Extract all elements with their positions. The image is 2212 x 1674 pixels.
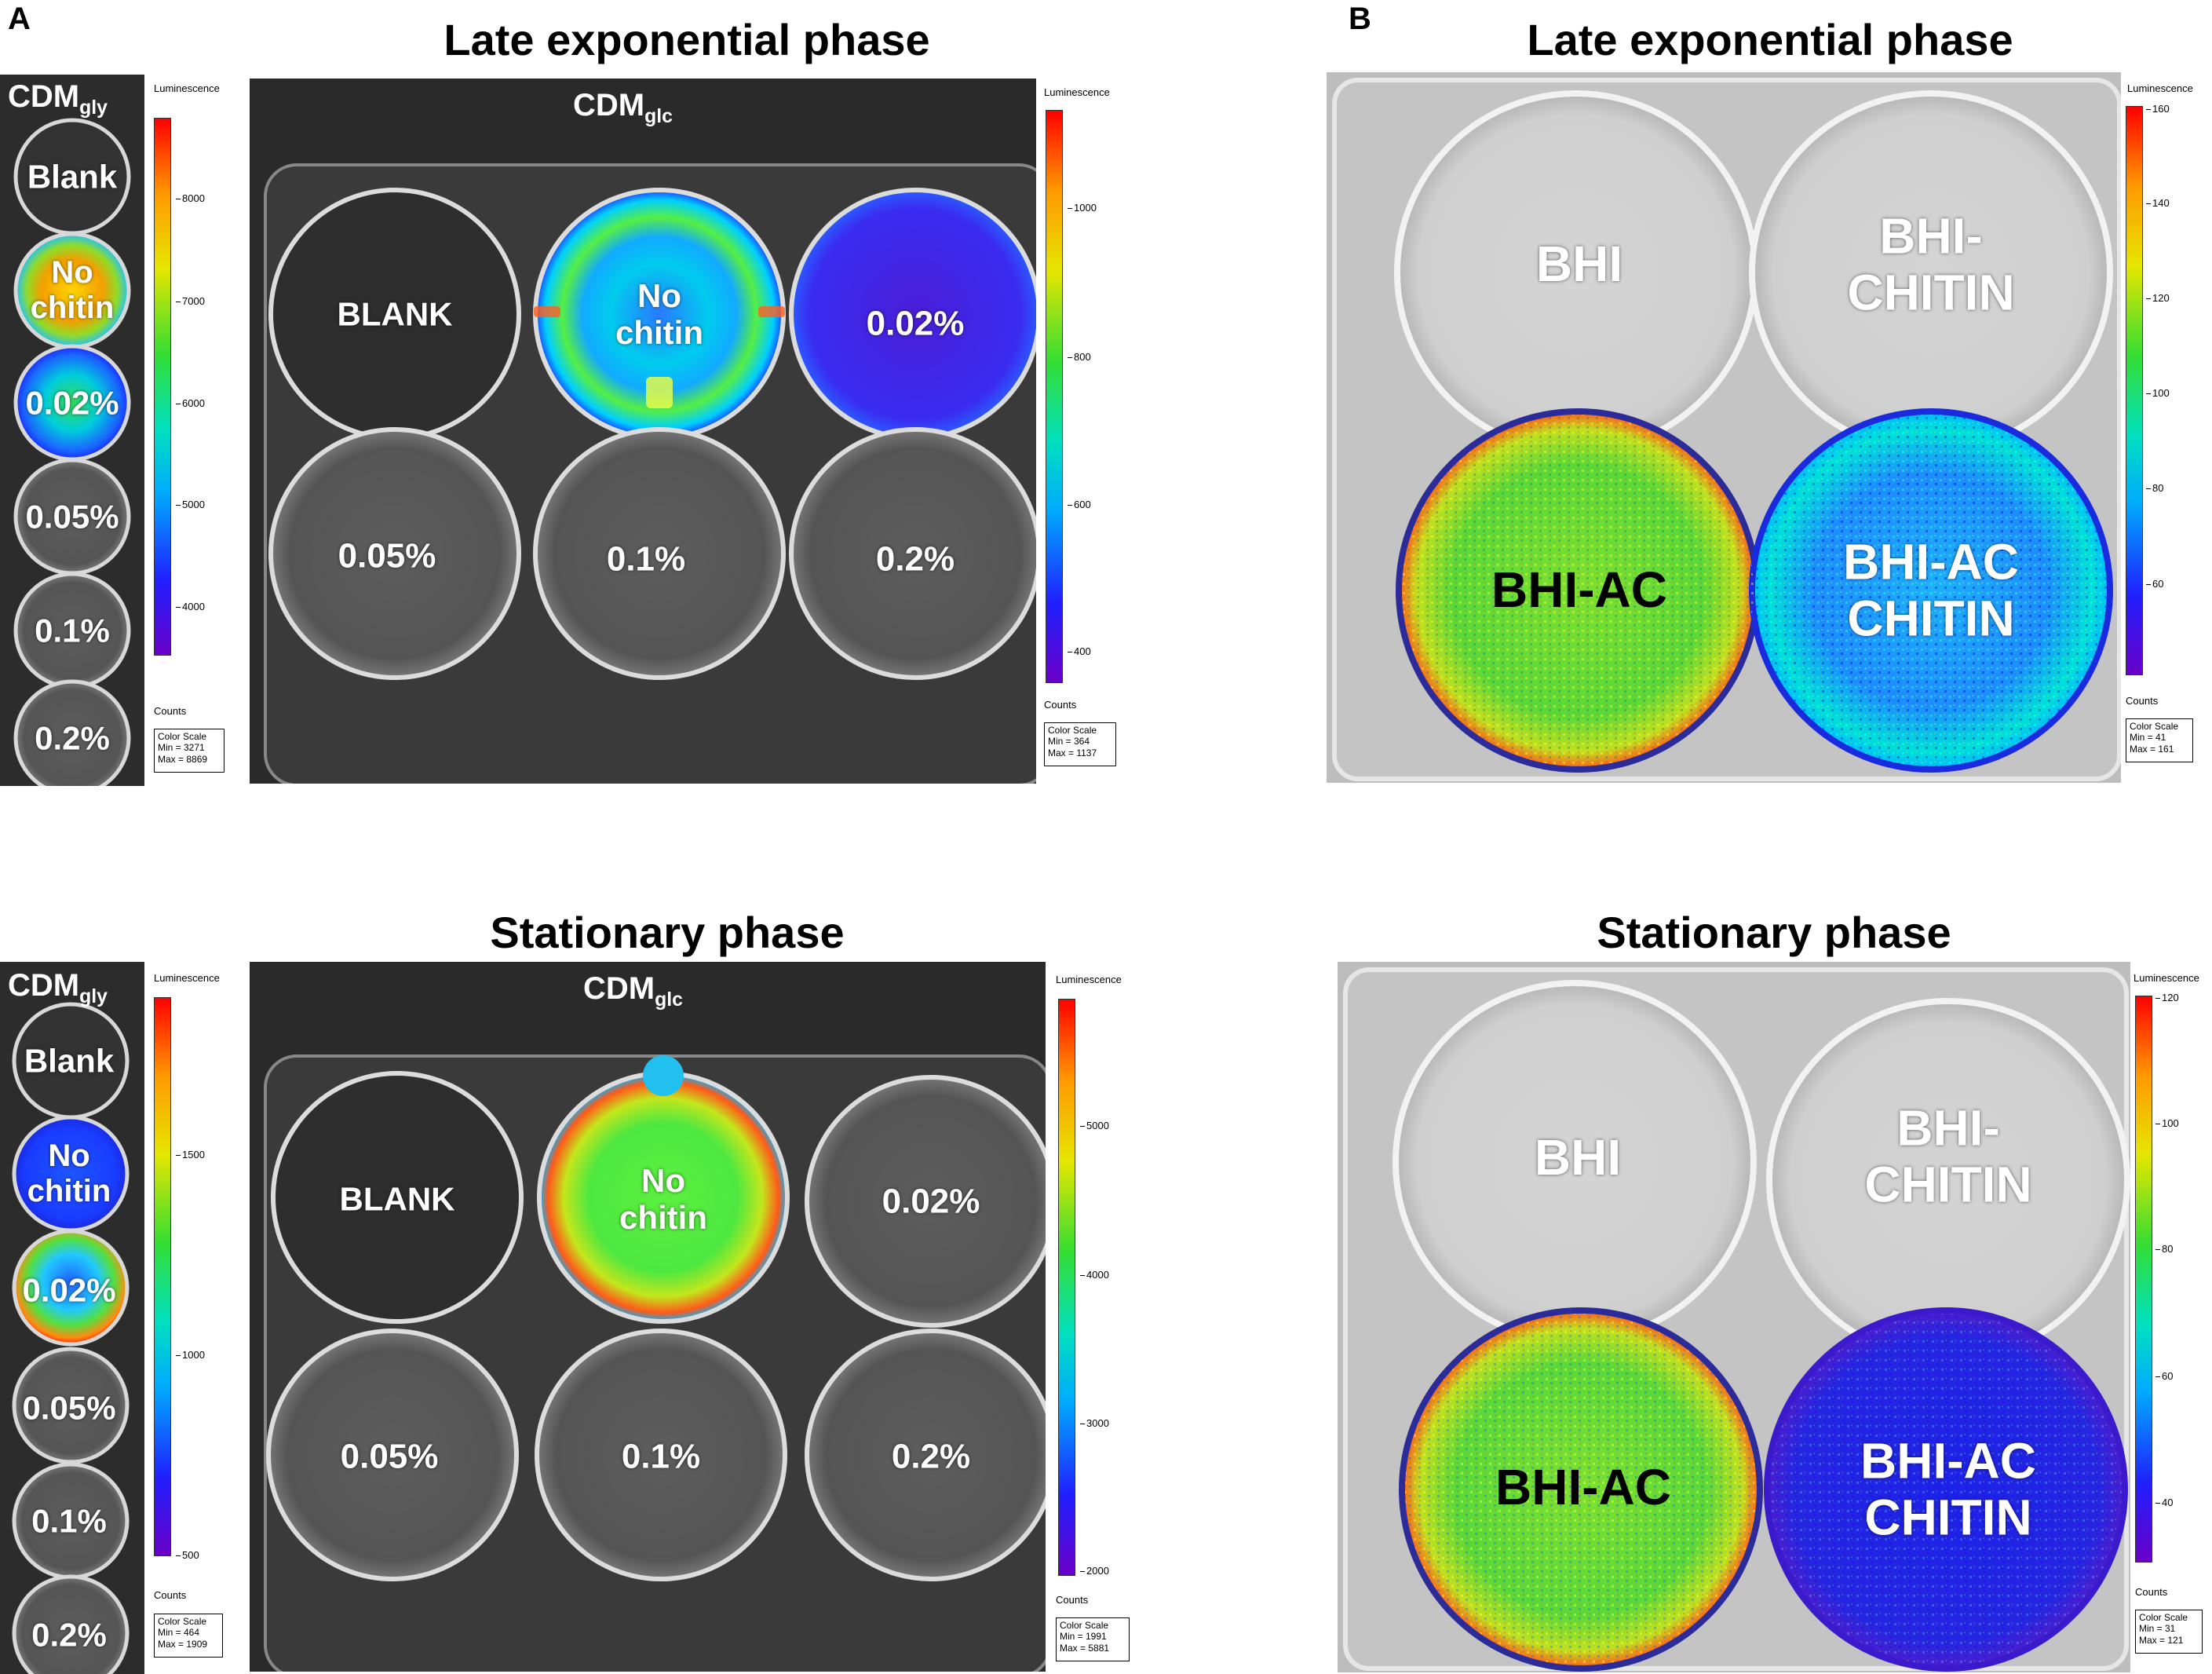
plate6-well-0.02: 0.02%	[866, 304, 965, 343]
panel-a-letter: A	[8, 2, 31, 36]
plate4-well-bhi: BHI	[1535, 236, 1623, 293]
plate4-well-bhi-ac: BHI-AC	[1491, 561, 1667, 619]
panel-a-late-heading: Late exponential phase	[443, 15, 930, 64]
strip-well-0.2: 0.2%	[35, 719, 110, 757]
strip-well-0.02-stationary: 0.02%	[22, 1271, 116, 1309]
strip-well-0.05-stationary: 0.05%	[22, 1389, 116, 1427]
strip-well-0.1: 0.1%	[35, 612, 110, 649]
plate4-well-bhi-chitin: BHI-CHITIN	[1847, 207, 2015, 320]
strip-well-0.1-stationary: 0.1%	[31, 1502, 107, 1540]
media-label-cdm-gly: CDMgly	[8, 79, 108, 119]
media-label-cdm-glc-stationary: CDMglc	[583, 971, 683, 1011]
panel-b-late-heading: Late exponential phase	[1527, 15, 2013, 64]
strip-well-blank-stationary: Blank	[24, 1042, 115, 1080]
strip-well-0.2-stationary: 0.2%	[31, 1616, 107, 1654]
panel-a-stationary-heading: Stationary phase	[490, 908, 845, 957]
strip-well-blank: Blank	[27, 158, 118, 196]
plate6-well-0.05: 0.05%	[338, 536, 436, 576]
plate4-well-bhi-ac-stationary: BHI-AC	[1495, 1459, 1671, 1516]
plate6-well-0.02-stationary: 0.02%	[882, 1182, 980, 1221]
media-label-cdm-gly-stationary: CDMgly	[8, 968, 108, 1007]
plate6-well-0.1: 0.1%	[606, 539, 686, 579]
plate6-well-0.2: 0.2%	[875, 539, 955, 579]
panel-b-stationary-heading: Stationary phase	[1597, 908, 1951, 957]
plate6-well-0.1-stationary: 0.1%	[621, 1437, 701, 1476]
plate4-well-bhi-stationary: BHI	[1534, 1129, 1622, 1186]
strip-well-0.05: 0.05%	[25, 498, 119, 535]
panel-b-letter: B	[1349, 2, 1371, 36]
strip-well-0.02: 0.02%	[25, 384, 119, 422]
plate6-well-blank: BLANK	[337, 295, 453, 333]
plate4-well-bhi-chitin-stationary: BHI-CHITIN	[1864, 1099, 2032, 1212]
plate6-well-0.2-stationary: 0.2%	[891, 1437, 971, 1476]
plate6-well-blank-stationary: BLANK	[339, 1180, 455, 1218]
plate6-well-0.05-stationary: 0.05%	[340, 1437, 439, 1476]
media-label-cdm-glc: CDMglc	[573, 88, 673, 127]
